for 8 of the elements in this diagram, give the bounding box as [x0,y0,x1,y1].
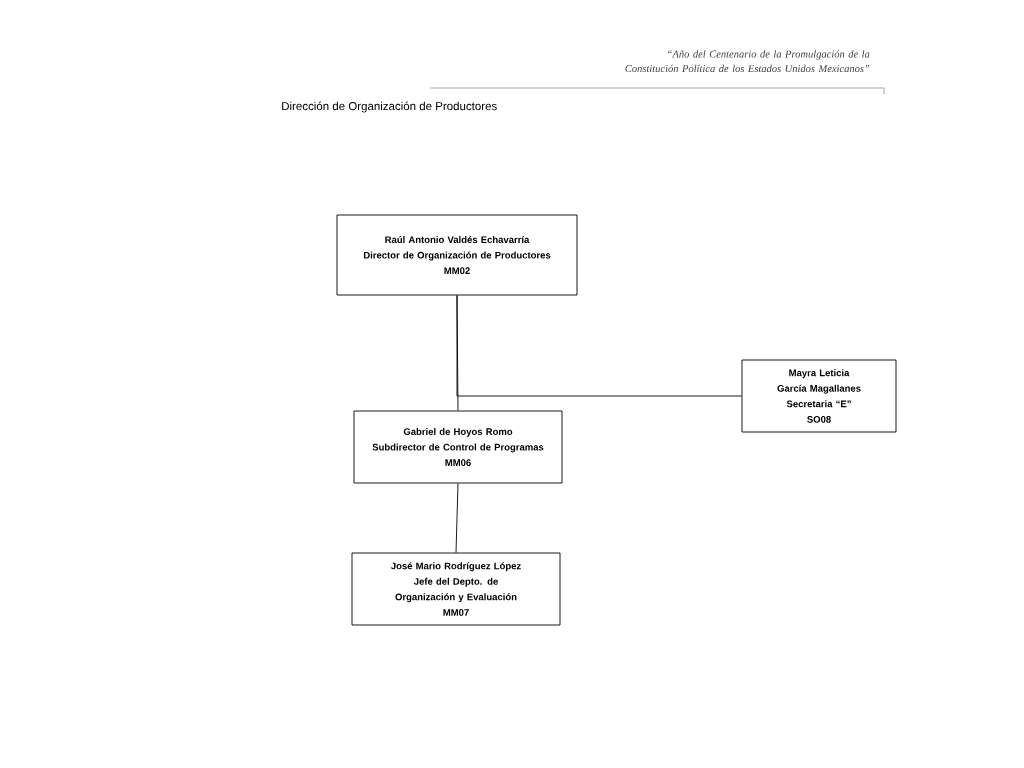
connector-line [456,295,742,397]
page-title: Dirección de Organización de Productores [282,101,497,113]
motto-text: “Año del Centenario de la Promulgación de la Constitución Política de los Estados Unidos Mexicanos” [625,50,870,73]
position-box: Gabriel de Hoyos Romo Subdirector de Control de Programas MM06 [353,410,563,484]
position-box: Raúl Antonio Valdés Echavarría Director de Organización de Productores MM02 [336,214,578,296]
connector-line [455,483,459,553]
position-box: Mayra Leticia García Magallanes Secretaria “E” SO08 [741,359,897,433]
position-box: José Mario Rodríguez López Jefe del Depto. de Organización y Evaluación MM07 [351,552,561,626]
